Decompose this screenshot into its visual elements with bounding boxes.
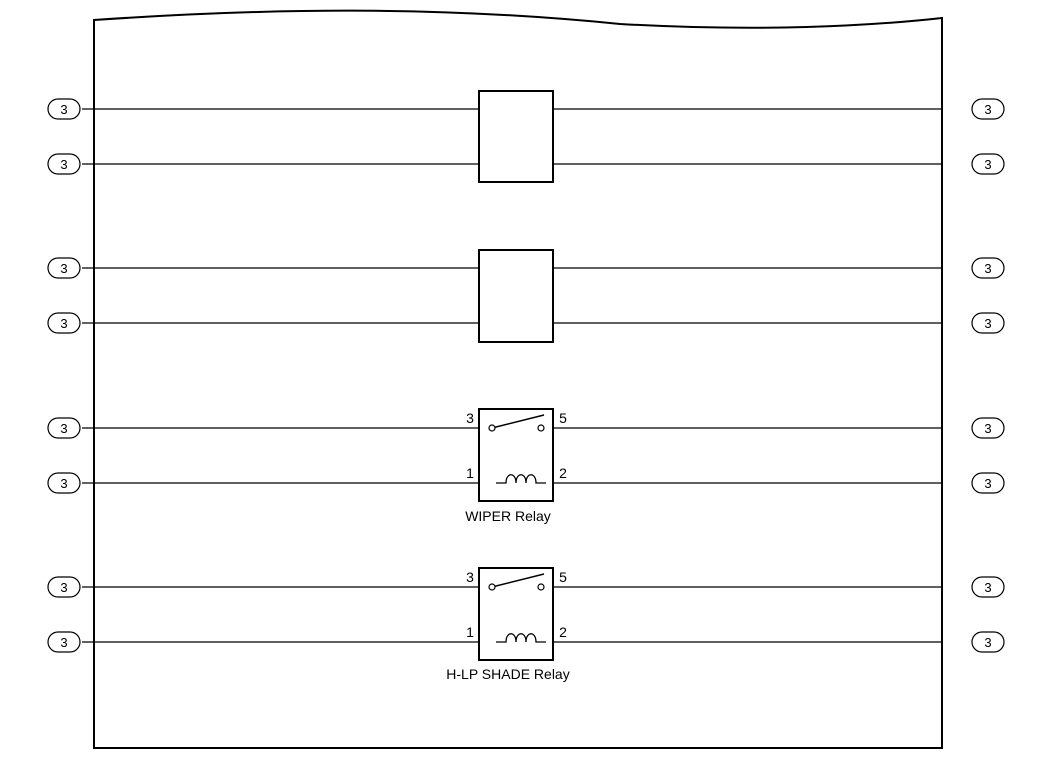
pin-label-1: 1 bbox=[466, 465, 474, 481]
hlp-shade-relay[interactable]: 3 5 1 2 H-LP SHADE Relay bbox=[446, 567, 570, 682]
connector-label: 3 bbox=[60, 157, 67, 172]
relay-contact bbox=[488, 424, 496, 432]
pin-label-3: 3 bbox=[466, 410, 474, 426]
connector-ref[interactable]: 3 bbox=[47, 417, 81, 439]
connector-ref[interactable]: 3 bbox=[47, 631, 81, 653]
pin-label-5: 5 bbox=[559, 569, 567, 585]
diagram-frame bbox=[93, 9, 943, 749]
connector-ref[interactable]: 3 bbox=[47, 576, 81, 598]
pin-label-1: 1 bbox=[466, 624, 474, 640]
connector-label: 3 bbox=[984, 316, 991, 331]
connector-ref[interactable]: 3 bbox=[47, 472, 81, 494]
right-connectors: 3 3 3 3 3 3 3 3 bbox=[971, 98, 1005, 653]
connector-label: 3 bbox=[60, 102, 67, 117]
connector-ref[interactable]: 3 bbox=[971, 153, 1005, 175]
connector-label: 3 bbox=[60, 476, 67, 491]
connector-ref[interactable]: 3 bbox=[971, 257, 1005, 279]
relay-switch-blade bbox=[491, 414, 545, 429]
connector-label: 3 bbox=[984, 102, 991, 117]
connector-ref[interactable]: 3 bbox=[971, 631, 1005, 653]
connector-ref[interactable]: 3 bbox=[971, 472, 1005, 494]
connector-ref[interactable]: 3 bbox=[971, 576, 1005, 598]
pin-label-3: 3 bbox=[466, 569, 474, 585]
connector-ref[interactable]: 3 bbox=[971, 98, 1005, 120]
connector-label: 3 bbox=[984, 580, 991, 595]
relay-switch-blade bbox=[491, 573, 545, 588]
hlp-shade-relay-label: H-LP SHADE Relay bbox=[446, 666, 569, 682]
connector-label: 3 bbox=[984, 261, 991, 276]
relay-contact bbox=[488, 583, 496, 591]
connector-ref[interactable]: 3 bbox=[47, 257, 81, 279]
wires bbox=[82, 108, 942, 643]
connector-label: 3 bbox=[984, 157, 991, 172]
pin-label-2: 2 bbox=[559, 465, 567, 481]
pin-label-5: 5 bbox=[559, 410, 567, 426]
left-connectors: 3 3 3 3 3 3 3 3 bbox=[47, 98, 81, 653]
connector-label: 3 bbox=[60, 635, 67, 650]
connector-ref[interactable]: 3 bbox=[47, 312, 81, 334]
connector-ref[interactable]: 3 bbox=[47, 98, 81, 120]
connector-label: 3 bbox=[60, 316, 67, 331]
connector-label: 3 bbox=[60, 421, 67, 436]
connector-ref[interactable]: 3 bbox=[971, 312, 1005, 334]
relay-coil-icon bbox=[496, 633, 546, 643]
wiper-relay[interactable]: 3 5 1 2 WIPER Relay bbox=[465, 408, 567, 524]
component-box-2[interactable] bbox=[478, 249, 554, 343]
wiper-relay-box[interactable] bbox=[478, 408, 554, 502]
relay-contact bbox=[537, 424, 545, 432]
wiper-relay-label: WIPER Relay bbox=[465, 508, 551, 524]
component-box-1[interactable] bbox=[478, 90, 554, 183]
connector-ref[interactable]: 3 bbox=[971, 417, 1005, 439]
connector-label: 3 bbox=[60, 261, 67, 276]
hlp-shade-relay-box[interactable] bbox=[478, 567, 554, 661]
pin-label-2: 2 bbox=[559, 624, 567, 640]
connector-label: 3 bbox=[984, 421, 991, 436]
relay-coil-icon bbox=[496, 474, 546, 484]
connector-label: 3 bbox=[984, 476, 991, 491]
relay-contact bbox=[537, 583, 545, 591]
connector-label: 3 bbox=[984, 635, 991, 650]
connector-label: 3 bbox=[60, 580, 67, 595]
connector-ref[interactable]: 3 bbox=[47, 153, 81, 175]
